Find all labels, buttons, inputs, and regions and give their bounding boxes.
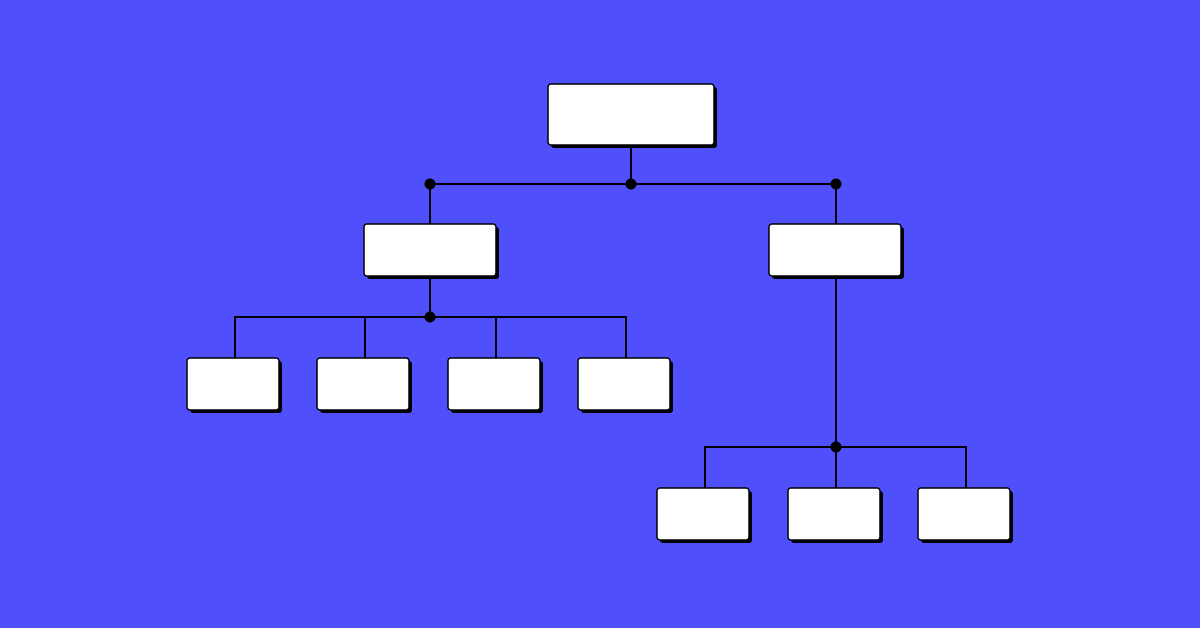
node-boxes bbox=[186, 83, 1013, 543]
junction-dot-right-children bbox=[830, 441, 842, 453]
junction-dots bbox=[424, 178, 842, 453]
right-child-node-3 bbox=[917, 487, 1013, 543]
root-node bbox=[547, 83, 717, 148]
right-child-node-1 bbox=[656, 487, 752, 543]
level1-node-right bbox=[768, 223, 904, 279]
right-child-node-2 bbox=[787, 487, 883, 543]
junction-dot-top-left bbox=[424, 178, 436, 190]
left-child-node-2 bbox=[316, 357, 412, 413]
left-child-node-1 bbox=[186, 357, 282, 413]
junction-dot-top-center bbox=[625, 178, 637, 190]
left-child-node-4 bbox=[577, 357, 673, 413]
level1-node-left bbox=[363, 223, 499, 279]
left-child-node-3 bbox=[447, 357, 543, 413]
junction-dot-left-children bbox=[424, 311, 436, 323]
junction-dot-top-right bbox=[830, 178, 842, 190]
